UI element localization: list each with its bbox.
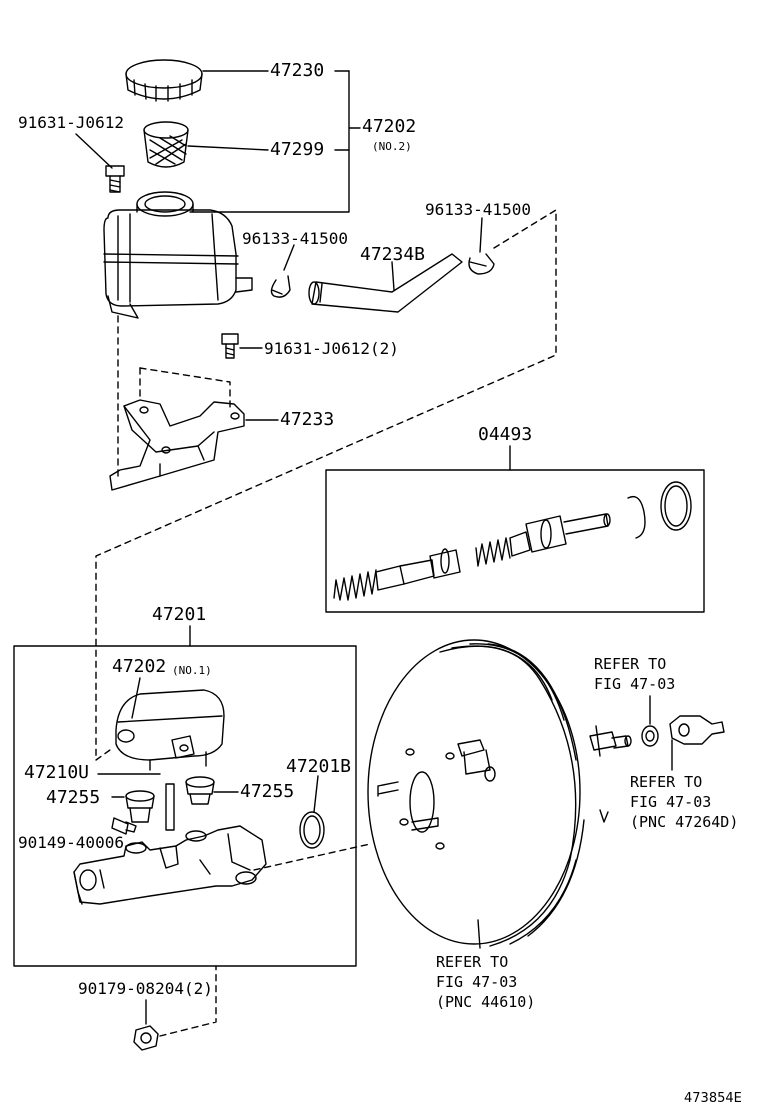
label-47202: 47202 <box>362 116 417 137</box>
reservoir-strainer <box>143 121 189 168</box>
label-90149: 90149-40006 <box>18 833 124 852</box>
label-47201: 47201 <box>152 604 207 625</box>
label-04493: 04493 <box>478 424 533 445</box>
label-47210U: 47210U <box>24 762 90 783</box>
refer-note-2-line1: REFER TO <box>630 773 703 791</box>
repair-kit-box <box>325 469 705 613</box>
label-96133-right: 96133-41500 <box>425 200 531 219</box>
label-47202-no1: 47202 <box>112 656 167 677</box>
label-47233: 47233 <box>280 409 335 430</box>
booster-nut <box>641 725 659 747</box>
screw-top <box>105 165 125 193</box>
label-47201B: 47201B <box>286 756 352 777</box>
grommet-right <box>185 776 215 805</box>
label-47202-no1-note: (NO.1) <box>172 664 212 677</box>
label-47234B: 47234B <box>360 244 426 265</box>
refer-note-3-line2: FIG 47-03 <box>436 973 518 991</box>
reservoir-tank <box>103 191 253 319</box>
refer-note-1-line1: REFER TO <box>594 655 667 673</box>
reservoir-cap <box>125 59 203 102</box>
label-47299: 47299 <box>270 139 325 160</box>
master-cylinder-body <box>73 825 267 905</box>
hose-clip-mid <box>270 275 291 298</box>
bracket-screw <box>221 333 239 359</box>
label-91631-top: 91631-J0612 <box>18 113 124 132</box>
flange-nut <box>133 1025 159 1051</box>
refer-note-1: REFER TO FIG 47-03 <box>594 654 675 694</box>
brake-booster <box>367 639 632 947</box>
label-47255-right: 47255 <box>240 781 295 802</box>
refer-note-3-line3: (PNC 44610) <box>436 993 536 1011</box>
hose-clip-right <box>468 253 495 275</box>
label-90179: 90179-08204(2) <box>78 979 213 998</box>
grommet-left <box>125 790 155 823</box>
label-47230: 47230 <box>270 60 325 81</box>
master-reservoir <box>115 689 225 771</box>
refer-note-2-line2: FIG 47-03 <box>630 793 712 811</box>
label-96133-mid: 96133-41500 <box>242 229 348 248</box>
refer-note-3-line1: REFER TO <box>436 953 509 971</box>
reservoir-hose <box>308 253 463 313</box>
label-47255-left: 47255 <box>46 787 101 808</box>
refer-note-3: REFER TO FIG 47-03 (PNC 44610) <box>436 952 535 1012</box>
repair-kit-parts <box>333 481 692 601</box>
refer-note-2-line3: (PNC 47264D) <box>630 813 739 831</box>
label-91631-2: 91631-J0612(2) <box>264 339 399 358</box>
reservoir-bracket <box>109 399 245 491</box>
o-ring <box>299 811 325 849</box>
refer-note-2: REFER TO FIG 47-03 (PNC 47264D) <box>630 772 738 832</box>
label-47202-note: (NO.2) <box>372 140 412 153</box>
bleeder-plug <box>111 817 137 835</box>
master-cylinder-box <box>13 645 357 967</box>
figure-id: 473854E <box>684 1091 742 1106</box>
pin <box>165 783 175 831</box>
refer-note-1-line2: FIG 47-03 <box>594 675 676 693</box>
clevis <box>669 715 725 745</box>
